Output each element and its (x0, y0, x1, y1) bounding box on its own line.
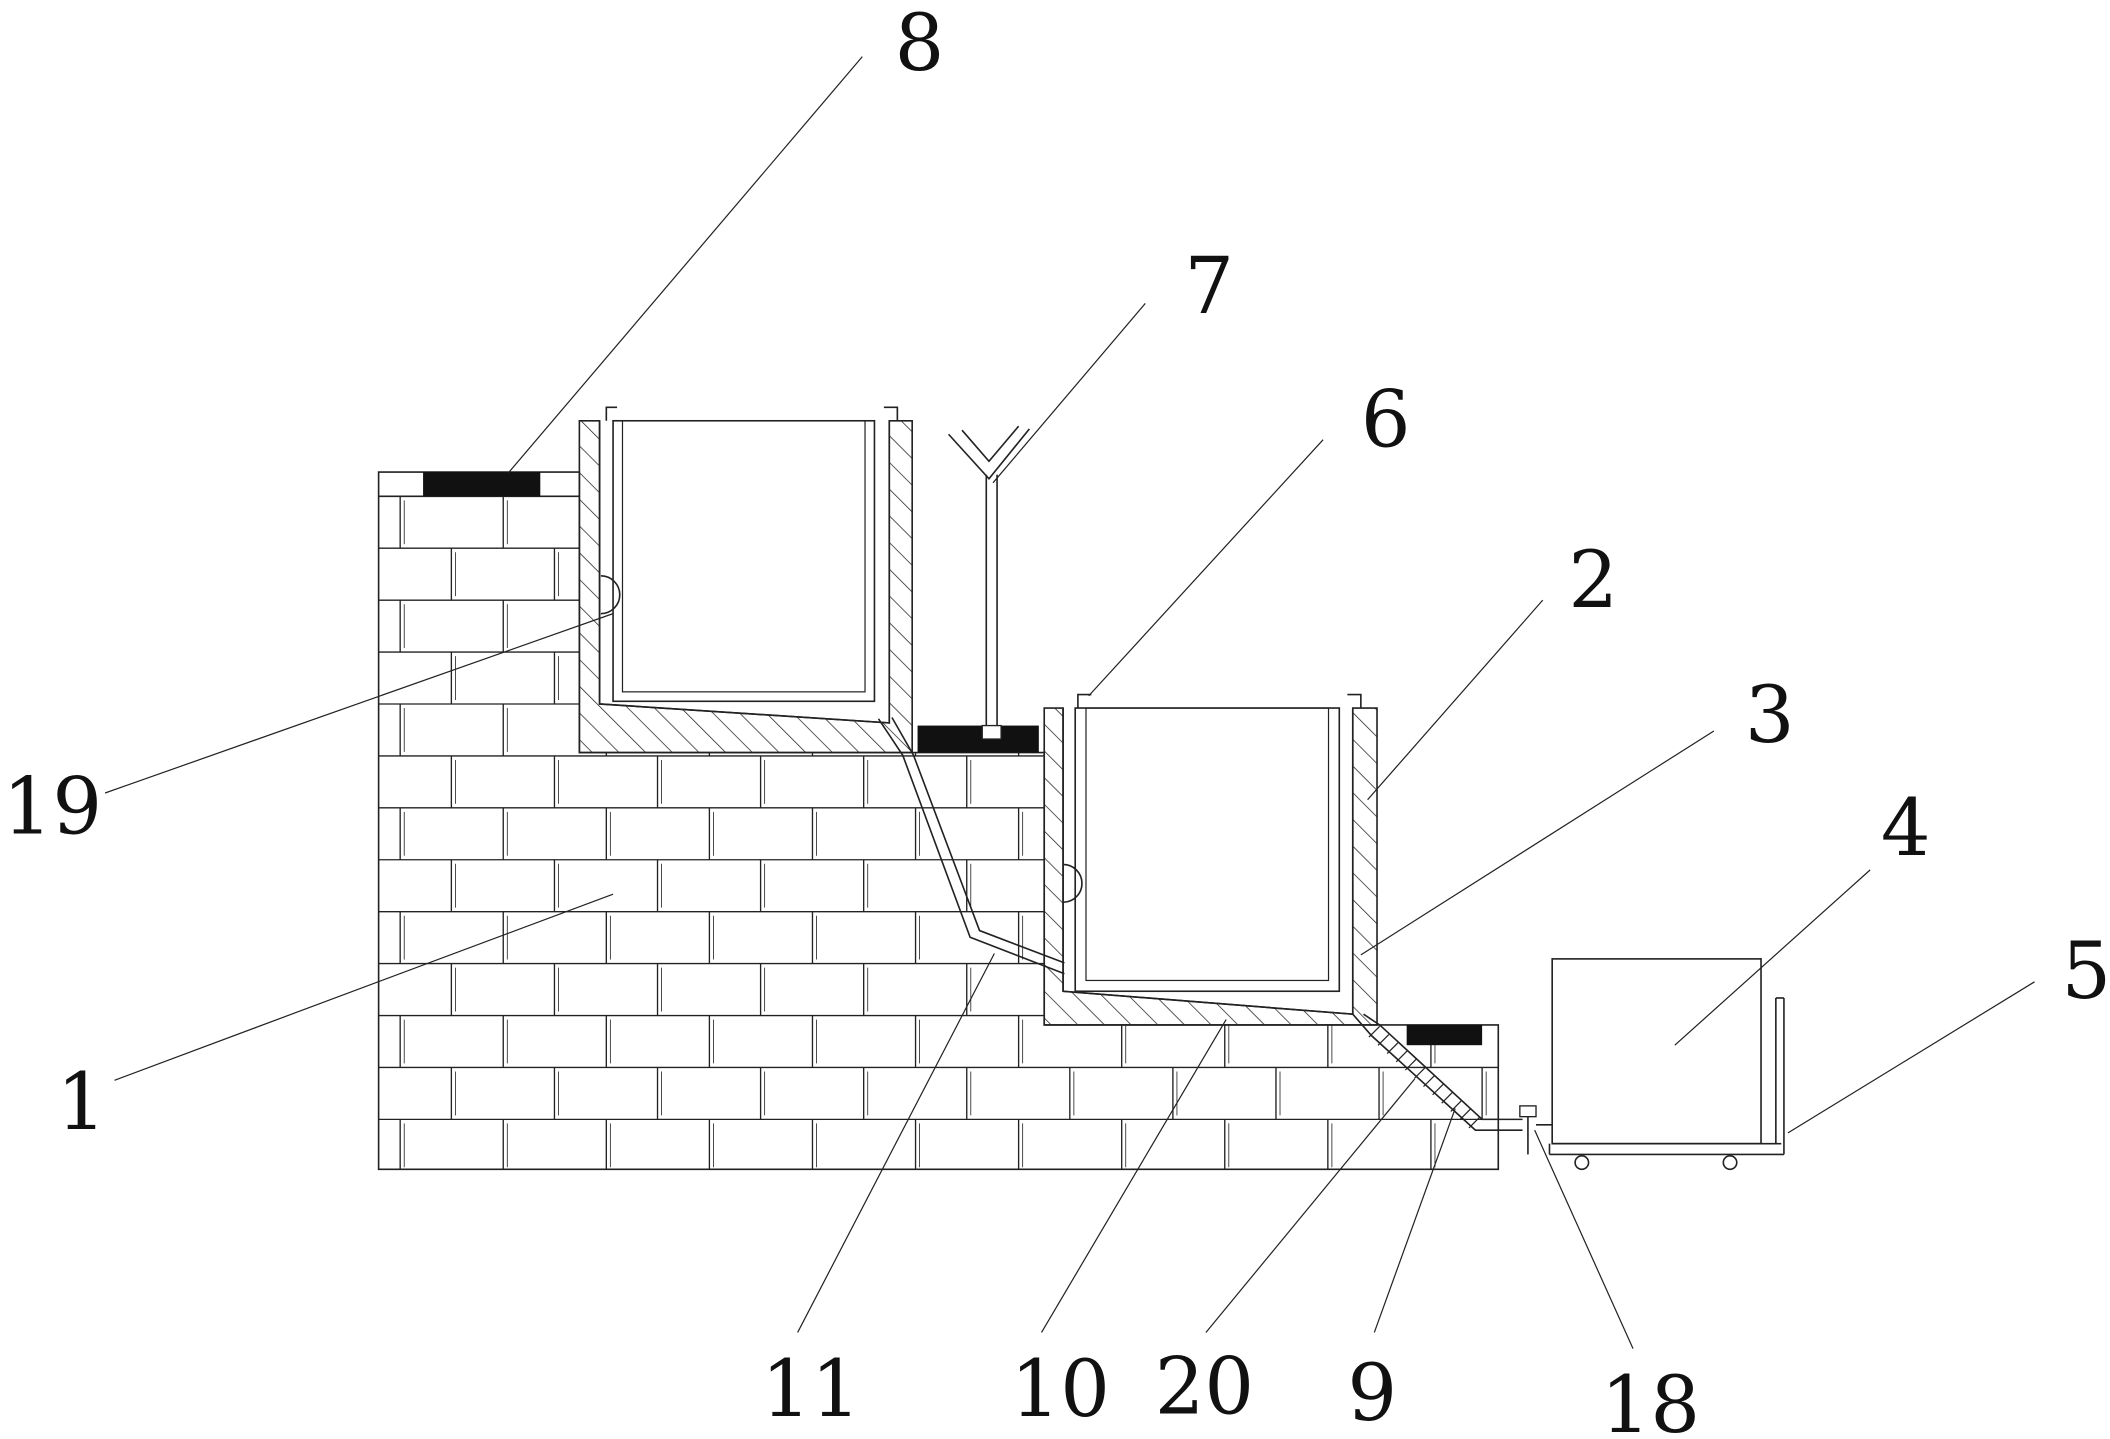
lower-sensor (1063, 863, 1083, 904)
callout-6: 6 (1361, 374, 1411, 465)
callout-3: 3 (1745, 670, 1795, 761)
cart-wheel (1722, 1154, 1738, 1171)
callout-8: 8 (895, 0, 945, 89)
upper-tank (578, 406, 913, 754)
drain-pipe-hatch (1368, 1025, 1481, 1129)
callouts: 8 7 6 2 3 4 5 19 1 11 10 20 9 18 (3, 0, 2110, 1439)
callout-10: 10 (1011, 1344, 1110, 1435)
lower-inner-basin (1074, 707, 1341, 993)
leader-lines (104, 56, 2035, 1349)
callout-19: 19 (3, 761, 102, 852)
funnel-7 (947, 425, 1031, 740)
upper-inner-basin (612, 419, 876, 703)
callout-11: 11 (761, 1344, 860, 1435)
valve-18 (1519, 1105, 1553, 1155)
callout-7: 7 (1184, 241, 1234, 332)
callout-2: 2 (1568, 535, 1618, 626)
drain-pipe-9 (1352, 1013, 1523, 1131)
pad-8 (423, 472, 541, 497)
pad-right (1406, 1024, 1483, 1046)
pad-center (917, 725, 1039, 753)
callout-4: 4 (1881, 783, 1931, 874)
lower-tank (1043, 693, 1378, 1026)
callout-18: 18 (1601, 1360, 1700, 1439)
callout-1: 1 (57, 1057, 107, 1148)
cart-wheel (1574, 1154, 1590, 1171)
callout-20: 20 (1155, 1341, 1254, 1432)
callout-9: 9 (1347, 1348, 1397, 1439)
pipe-11 (877, 718, 1065, 975)
upper-sensor-19 (600, 575, 621, 615)
collection-tank-4 (1548, 958, 1785, 1171)
callout-5: 5 (2061, 926, 2110, 1017)
